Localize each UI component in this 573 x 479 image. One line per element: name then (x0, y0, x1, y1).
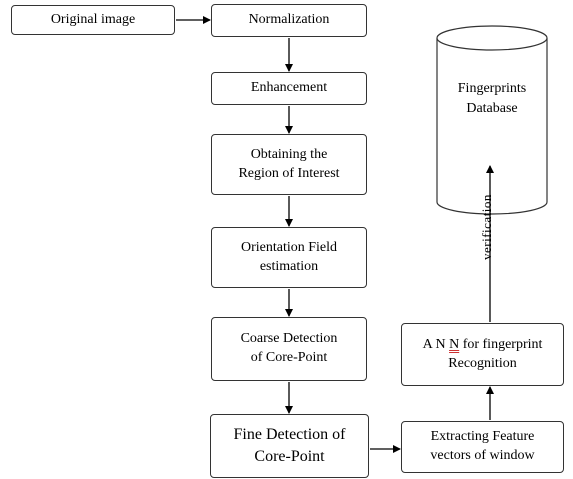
node-extracting-feature: Extracting Feature vectors of window (401, 421, 564, 473)
node-orientation-field: Orientation Field estimation (211, 227, 367, 288)
database-label-line2: Database (466, 100, 518, 116)
node-coarse-detection: Coarse Detection of Core-Point (211, 317, 367, 381)
node-ann-line1: A N N for fingerprint (423, 336, 543, 355)
node-orientation-line2: estimation (259, 258, 319, 274)
node-enhancement: Enhancement (211, 72, 367, 105)
edge-label-verification: verification (479, 194, 494, 260)
node-ann-recognition: A N N for fingerprint Recognition (401, 323, 564, 386)
node-original-image-label: Original image (50, 11, 136, 27)
node-fine-detection: Fine Detection of Core-Point (210, 414, 369, 478)
node-extracting-line2: vectors of window (430, 448, 535, 463)
node-roi-line1: Obtaining the (250, 146, 328, 162)
node-orientation-line1: Orientation Field (240, 239, 338, 255)
node-coarse-line1: Coarse Detection (240, 331, 338, 347)
node-ann-line2: Recognition (448, 355, 517, 371)
node-enhancement-label: Enhancement (250, 80, 328, 96)
database-label-line1: Fingerprints (457, 81, 527, 96)
node-ann-line1-a: A N (422, 336, 450, 352)
node-fine-line1: Fine Detection of (233, 425, 346, 443)
node-extracting-line1: Extracting Feature (430, 429, 535, 445)
node-roi-line2: Region of Interest (238, 165, 340, 181)
node-original-image: Original image (11, 5, 175, 35)
database-label: Fingerprints Database (436, 79, 548, 118)
node-coarse-line2: of Core-Point (250, 350, 328, 365)
node-normalization-label: Normalization (248, 12, 330, 28)
node-region-of-interest: Obtaining the Region of Interest (211, 134, 367, 195)
node-ann-line1-c: for fingerprint (459, 336, 543, 352)
database-cylinder (436, 25, 548, 215)
node-normalization: Normalization (211, 4, 367, 37)
node-ann-line1-underlined-n: N (449, 336, 460, 352)
node-fine-line2: Core-Point (254, 448, 325, 465)
